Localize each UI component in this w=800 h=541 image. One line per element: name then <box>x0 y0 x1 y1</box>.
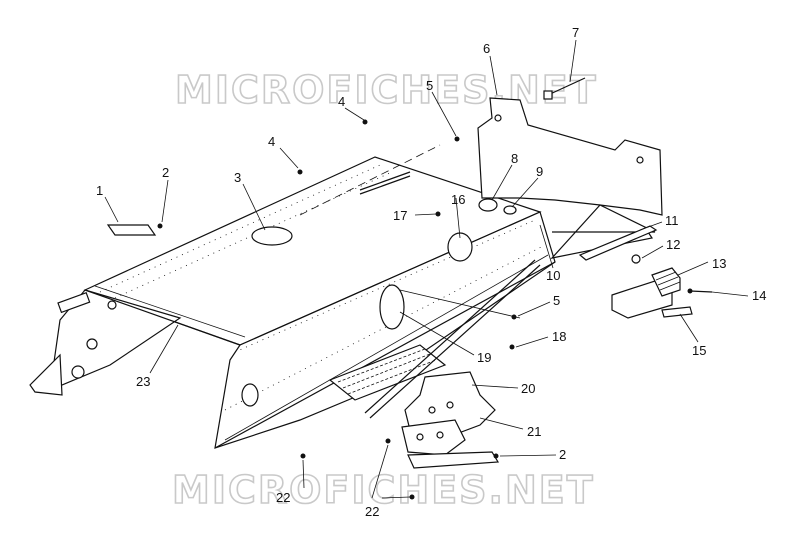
part-2-fastener-left <box>157 223 163 229</box>
callout-7: 7 <box>572 25 579 40</box>
callout-4-right: 4 <box>338 94 345 109</box>
bottom-edge-inner <box>224 254 549 441</box>
tunnel-cutout-16 <box>447 232 473 262</box>
left-hole-1 <box>71 365 85 379</box>
part-15-strip <box>661 306 693 318</box>
callout-5-top: 5 <box>426 78 433 93</box>
part-14-head <box>687 288 693 294</box>
deck-centerline <box>299 144 441 216</box>
part-20-21-assembly <box>401 371 500 469</box>
callout-16: 16 <box>451 192 465 207</box>
vent-slots <box>337 348 437 395</box>
part-5-fastener-mid <box>511 314 517 320</box>
part-9-grommet <box>503 205 517 215</box>
callout-9: 9 <box>536 164 543 179</box>
callout-8: 8 <box>511 151 518 166</box>
part-13-clamp <box>611 267 681 319</box>
watermark-bottom: MICROFICHES.NET <box>172 468 595 512</box>
bracket-20-hole-2 <box>446 401 454 409</box>
front-fold-line-inner <box>94 285 246 338</box>
left-hole-2 <box>86 338 98 350</box>
callout-3: 3 <box>234 170 241 185</box>
side-hole <box>241 383 259 407</box>
rod-lower <box>364 259 536 414</box>
tunnel-cutout-19 <box>379 284 405 330</box>
part-22-fastener-center <box>385 438 391 444</box>
vent-panel <box>328 344 447 401</box>
callout-21: 21 <box>527 424 541 439</box>
bracket-6-hole-2 <box>636 156 644 164</box>
base-plate <box>407 451 500 469</box>
bracket-6-hole <box>494 114 502 122</box>
part-1-plate <box>106 224 157 236</box>
bracket-6-body <box>477 97 663 216</box>
bracket-20-hole <box>428 406 436 414</box>
callout-2-left: 2 <box>162 165 169 180</box>
deck-slot-2 <box>359 175 411 195</box>
part-7-bolt <box>547 77 586 96</box>
callout-13: 13 <box>712 256 726 271</box>
bracket-21-hole <box>416 433 424 441</box>
callout-22-bottom: 22 <box>365 504 379 519</box>
callout-14: 14 <box>752 288 766 303</box>
tunnel-right-wall <box>214 211 556 449</box>
part-11-rail <box>578 225 658 261</box>
part-22-fastener-left <box>300 453 306 459</box>
watermark-top: MICROFICHES.NET <box>175 68 598 112</box>
front-fold-line <box>84 289 241 346</box>
leader-lines <box>104 39 749 499</box>
callout-1: 1 <box>96 183 103 198</box>
callout-22-left: 22 <box>276 490 290 505</box>
part-22-fastener-lower <box>409 494 415 500</box>
tunnel-assembly <box>29 144 556 449</box>
callout-labels: 1 2 3 4 4 5 6 7 8 9 10 11 12 13 14 15 16… <box>96 25 766 519</box>
callout-23: 23 <box>136 374 150 389</box>
callout-4-left: 4 <box>268 134 275 149</box>
part-2-fastener-right <box>493 453 499 459</box>
callout-19: 19 <box>477 350 491 365</box>
part-8-clip <box>478 198 498 212</box>
part-4-fastener-right <box>362 119 368 125</box>
part-17-fastener <box>435 211 441 217</box>
part-5-fastener-top <box>454 136 460 142</box>
left-hole-3 <box>107 300 117 310</box>
callout-17: 17 <box>393 208 407 223</box>
bracket-21-hole-2 <box>436 431 444 439</box>
part-4-fastener-left <box>297 169 303 175</box>
rod-lower-2 <box>369 264 541 419</box>
part-12-nut <box>631 254 641 264</box>
left-tube <box>57 291 91 314</box>
callout-15: 15 <box>692 343 706 358</box>
callout-12: 12 <box>666 237 680 252</box>
callout-6: 6 <box>483 41 490 56</box>
bracket-21 <box>401 419 466 456</box>
tunnel-cutout-3 <box>251 226 293 246</box>
part-14-bolt <box>689 290 713 293</box>
part-18-fastener <box>509 344 515 350</box>
callout-10: 10 <box>546 268 560 283</box>
clamp-13-ribs <box>655 271 681 291</box>
callout-5-mid: 5 <box>553 293 560 308</box>
part-6-bracket <box>477 97 663 216</box>
callout-2-right: 2 <box>559 447 566 462</box>
center-rib <box>239 211 541 346</box>
deck-slot <box>359 171 411 191</box>
tunnel-left-flange <box>29 353 63 396</box>
callout-18: 18 <box>552 329 566 344</box>
vent-grid <box>328 344 447 401</box>
callout-20: 20 <box>521 381 535 396</box>
part-7-bolt-head <box>543 90 553 100</box>
callout-11: 11 <box>665 213 679 228</box>
rod-upper <box>399 289 521 319</box>
